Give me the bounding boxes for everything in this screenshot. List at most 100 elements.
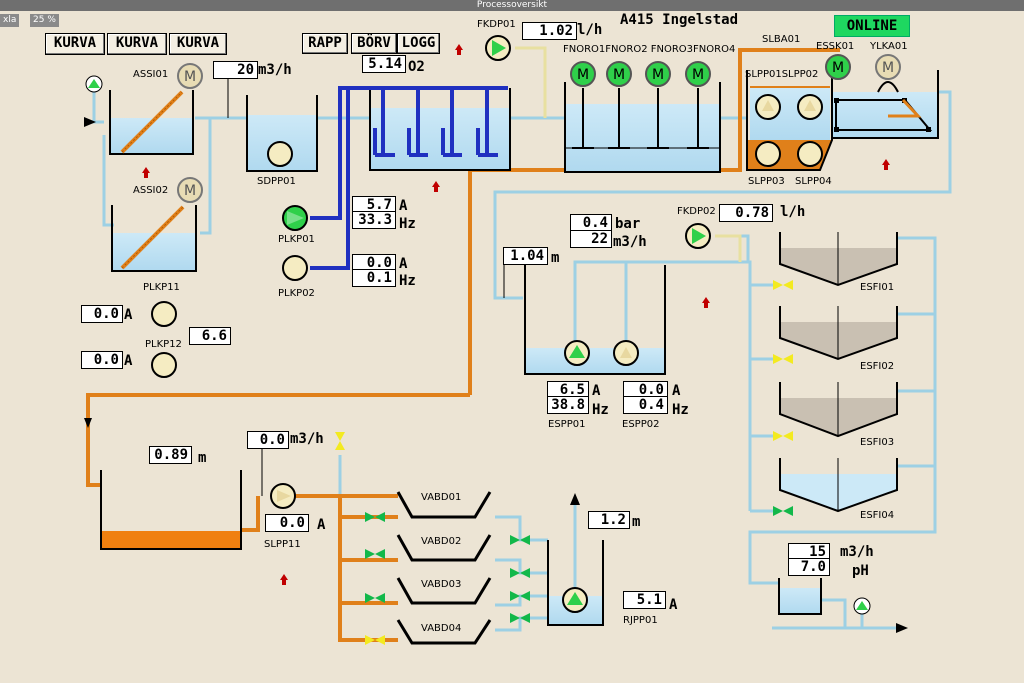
label-assi02: ASSI02 xyxy=(133,185,169,196)
pump-espp01[interactable] xyxy=(564,340,590,366)
alarm-arrow-icon[interactable] xyxy=(882,159,890,170)
motor-assi02-icon[interactable]: M xyxy=(177,177,203,203)
borv-button[interactable]: BÖRV xyxy=(351,33,397,54)
kurva-button-2[interactable]: KURVA xyxy=(107,33,167,55)
valve-vabd04-in-icon[interactable] xyxy=(365,635,385,645)
alarm-arrow-icon[interactable] xyxy=(702,297,710,308)
label-sdpp01: SDPP01 xyxy=(257,176,296,187)
label-plkp01: PLKP01 xyxy=(278,234,315,245)
water-pipes xyxy=(84,90,952,632)
tank-floc xyxy=(564,82,721,173)
valve-vabd01-in-icon[interactable] xyxy=(365,512,385,522)
motor-ylka01-icon[interactable]: M xyxy=(875,54,901,80)
filter-esfi02 xyxy=(779,306,898,361)
svg-text:M: M xyxy=(613,67,625,83)
label-esfi03: ESFI03 xyxy=(860,437,895,448)
pump-slpp02[interactable] xyxy=(797,94,823,120)
valve-esfi04-icon[interactable] xyxy=(773,506,793,516)
air-grid xyxy=(310,86,508,270)
valves xyxy=(335,280,793,645)
out-ph-value: 7.0 xyxy=(788,558,830,576)
motor-fnoro04-icon[interactable]: M xyxy=(685,61,711,87)
tank-assi01 xyxy=(109,90,194,155)
kurva-button-3[interactable]: KURVA xyxy=(169,33,227,55)
valve-esfi02-icon[interactable] xyxy=(773,354,793,364)
label-fkdp02: FKDP02 xyxy=(677,206,716,217)
pump-slpp01[interactable] xyxy=(755,94,781,120)
plkp01-current: 5.7 xyxy=(352,196,396,214)
pump-slpp11[interactable] xyxy=(270,483,296,509)
motor-fnoro01-icon[interactable]: M xyxy=(570,61,596,87)
pump-plkp01[interactable] xyxy=(282,205,308,231)
valve-vabd02-out-icon[interactable] xyxy=(510,568,530,578)
logg-button[interactable]: LOGG xyxy=(397,33,440,54)
plkp12-current-unit: A xyxy=(124,353,133,369)
kurva-button-1[interactable]: KURVA xyxy=(45,33,105,55)
pump-plkp02[interactable] xyxy=(282,255,308,281)
alarm-arrow-icon[interactable] xyxy=(432,181,440,192)
plkp02-freq-unit: Hz xyxy=(399,273,416,289)
top-left-button[interactable]: xla xyxy=(0,14,20,27)
alarm-arrow-icon[interactable] xyxy=(280,574,288,585)
valve-slpp11-top-icon[interactable] xyxy=(335,432,345,450)
pump-slpp04[interactable] xyxy=(797,141,823,167)
window-title: Processoversikt xyxy=(0,0,1024,11)
plkp01-freq: 33.3 xyxy=(352,211,396,229)
motor-fnoro02-icon[interactable]: M xyxy=(606,61,632,87)
alarm-arrow-icon[interactable] xyxy=(455,44,463,55)
rj-level-unit: m xyxy=(632,514,641,530)
label-espp02: ESPP02 xyxy=(622,419,660,430)
svg-text:M: M xyxy=(882,60,894,76)
slpp11-current-unit: A xyxy=(317,517,326,533)
label-esfi04: ESFI04 xyxy=(860,510,895,521)
tank-sludge xyxy=(100,470,242,550)
svg-text:M: M xyxy=(184,69,196,85)
label-vabd01: VABD01 xyxy=(421,492,462,503)
pump-sdpp01[interactable] xyxy=(267,141,293,167)
valve-vabd04-out-icon[interactable] xyxy=(510,613,530,623)
pump-fkdp02[interactable] xyxy=(685,223,711,249)
pump-plkp12[interactable] xyxy=(151,352,177,378)
label-vabd04: VABD04 xyxy=(421,623,462,634)
label-slpp04: SLPP04 xyxy=(795,176,832,187)
filter-esfi04 xyxy=(779,458,898,513)
motor-essk01-icon[interactable]: M xyxy=(825,54,851,80)
rjpp01-current: 5.1 xyxy=(623,591,666,609)
pump-slpp03[interactable] xyxy=(755,141,781,167)
valve-esfi01-icon[interactable] xyxy=(773,280,793,290)
label-slpp03: SLPP03 xyxy=(748,176,785,187)
valve-vabd03-in-icon[interactable] xyxy=(365,593,385,603)
rapp-button[interactable]: RAPP xyxy=(302,33,348,54)
tank-essk01 xyxy=(831,70,939,139)
motor-assi01-icon[interactable]: M xyxy=(177,63,203,89)
tank-espp xyxy=(524,265,666,375)
espp02-freq: 0.4 xyxy=(623,396,668,414)
label-esfi02: ESFI02 xyxy=(860,361,895,372)
filter-esfi03 xyxy=(779,382,898,438)
pump-fkdp01[interactable] xyxy=(485,35,511,61)
valve-vabd03-out-icon[interactable] xyxy=(510,591,530,601)
fkdp02-unit: l/h xyxy=(780,204,806,220)
pump-rjpp01[interactable] xyxy=(562,587,588,613)
plkp02-freq: 0.1 xyxy=(352,269,396,287)
valve-esfi03-icon[interactable] xyxy=(773,431,793,441)
espp01-freq: 38.8 xyxy=(547,396,589,414)
label-esfi01: ESFI01 xyxy=(860,282,895,293)
espp01-freq-unit: Hz xyxy=(592,402,609,418)
valve-vabd01-out-icon[interactable] xyxy=(510,535,530,545)
pump-outlet[interactable] xyxy=(853,597,871,615)
pump-espp02[interactable] xyxy=(613,340,639,366)
label-espp01: ESPP01 xyxy=(548,419,586,430)
slpp11-current: 0.0 xyxy=(265,514,309,532)
pressure-unit: bar xyxy=(615,216,641,232)
label-vabd02: VABD02 xyxy=(421,536,462,547)
svg-text:M: M xyxy=(692,67,704,83)
motor-fnoro03-icon[interactable]: M xyxy=(645,61,671,87)
pump-plkp11[interactable] xyxy=(151,301,177,327)
out-flow-unit: m3/h xyxy=(840,544,874,560)
valve-vabd02-in-icon[interactable] xyxy=(365,549,385,559)
pump-assi-inlet[interactable] xyxy=(85,75,103,93)
alarm-arrow-icon[interactable] xyxy=(142,167,150,178)
zoom-button[interactable]: 25 % xyxy=(30,14,59,27)
